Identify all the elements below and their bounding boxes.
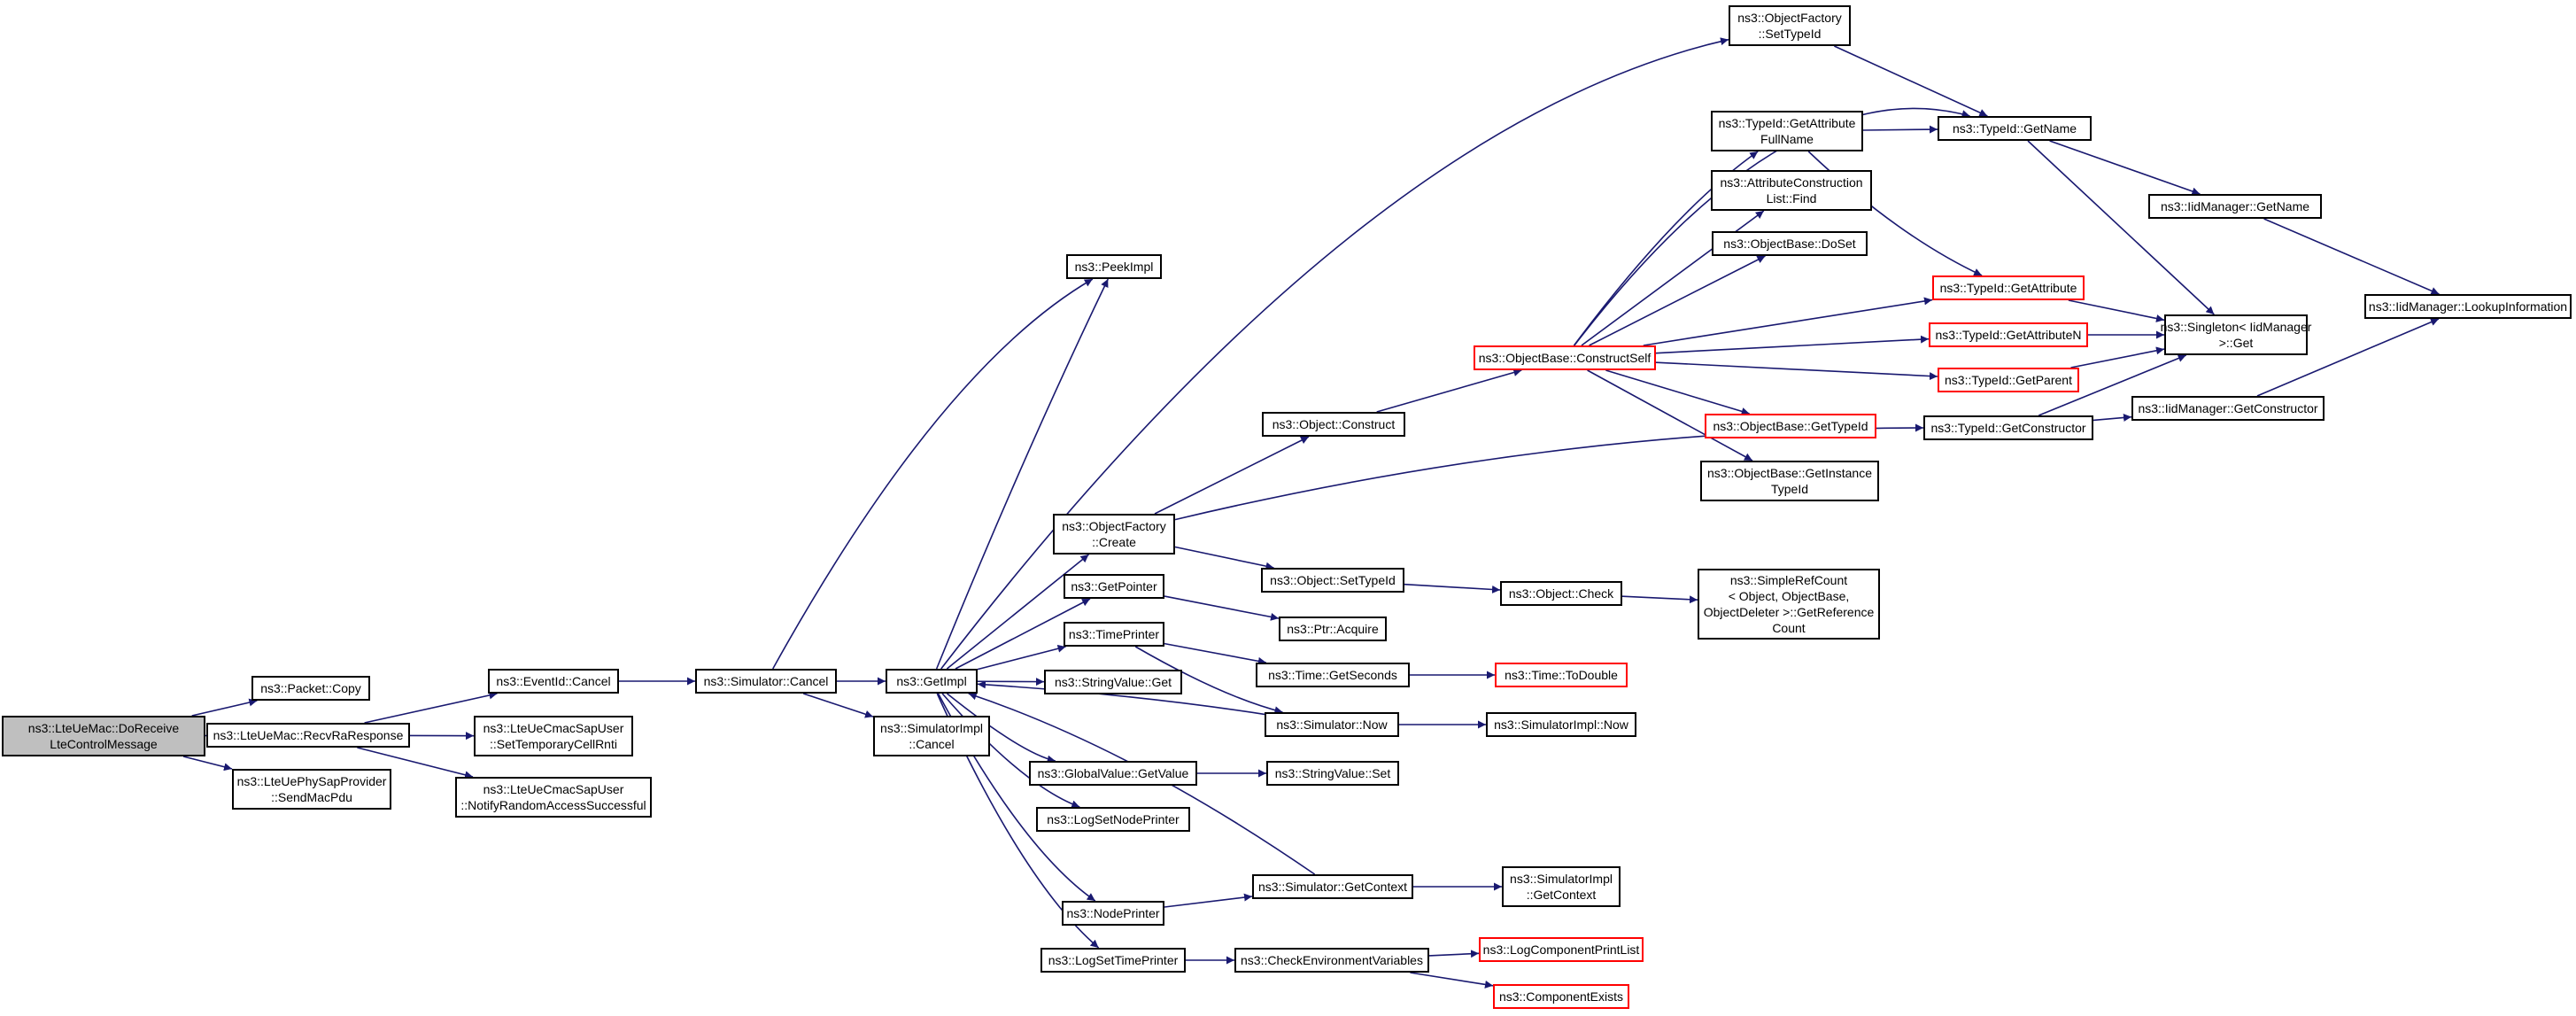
edge-check_env-to-component_exists (1410, 972, 1494, 989)
node-stringvalue-set[interactable]: ns3::StringValue::Set (1266, 761, 1399, 786)
node-logcomponentprintlist[interactable]: ns3::LogComponentPrintList (1479, 937, 1644, 962)
edge-get_impl-to-get_pointer (955, 598, 1091, 670)
node-logsetnodeprinter[interactable]: ns3::LogSetNodePrinter (1036, 807, 1190, 832)
edge-get_impl-to-peek_impl (935, 278, 1109, 670)
node-logsettimeprinter[interactable]: ns3::LogSetTimePrinter (1040, 948, 1186, 973)
node-packet-copy[interactable]: ns3::Packet::Copy (251, 676, 370, 701)
edge-typeid_getparent-to-singleton_get (2070, 346, 2165, 368)
edge-typeid_getconstructor-to-singleton_get (2038, 354, 2187, 416)
edge-typeid_getname-to-iid_getname (2049, 140, 2201, 196)
edge-ob_construct_self-to-ob_get_typeid (1605, 369, 1750, 415)
edge-typeid_getconstructor-to-iid_getconstructor (2093, 413, 2132, 422)
edge-sim_now-to-get_impl (977, 680, 1265, 716)
node-object-settypeid[interactable]: ns3::Object::SetTypeId (1261, 568, 1404, 593)
node-simulatorimpl-now[interactable]: ns3::SimulatorImpl::Now (1486, 712, 1636, 737)
node-simulator-getcontext[interactable]: ns3::Simulator::GetContext (1252, 874, 1413, 899)
node-stringvalue-get[interactable]: ns3::StringValue::Get (1044, 670, 1182, 694)
node-typeid-getname[interactable]: ns3::TypeId::GetName (1938, 116, 2092, 141)
edge-iid_getname-to-iid_lookup (2263, 218, 2440, 295)
edge-object_check-to-simple_refcount (1621, 595, 1698, 604)
edge-of_create-to-object_set_typeid (1174, 546, 1274, 570)
node-getimpl[interactable]: ns3::GetImpl (886, 669, 978, 694)
edge-iid_getconstructor-to-iid_lookup (2256, 318, 2440, 397)
node-time-todouble[interactable]: ns3::Time::ToDouble (1495, 663, 1628, 687)
node-simulator-cancel[interactable]: ns3::Simulator::Cancel (695, 669, 837, 694)
node-singleton-iidmanager-get[interactable]: ns3::Singleton< IidManager>::Get (2161, 314, 2311, 355)
node-iidmanager-lookupinformation[interactable]: ns3::IidManager::LookupInformation (2364, 294, 2572, 319)
edge-object_set_typeid-to-object_check (1404, 583, 1501, 593)
node-peekimpl[interactable]: ns3::PeekImpl (1066, 254, 1162, 279)
edge-recv_ra-to-eventid_cancel (364, 691, 498, 724)
node-lteuecmacsapuser-notifyrandomaccesssuccessful[interactable]: ns3::LteUeCmacSapUser::NotifyRandomAcces… (455, 777, 652, 818)
node-componentexists[interactable]: ns3::ComponentExists (1493, 984, 1629, 1009)
edge-of_set_typeid-to-typeid_getname (1834, 45, 1988, 117)
edge-sim_cancel-to-simimpl_cancel (802, 693, 874, 718)
edge-ob_construct_self-to-ob_doset (1589, 255, 1766, 346)
edge-object_construct-to-ob_construct_self (1376, 368, 1522, 413)
node-eventid-cancel[interactable]: ns3::EventId::Cancel (488, 669, 619, 694)
edge-time_printer-to-time_getseconds (1164, 642, 1266, 665)
node-checkenvironmentvariables[interactable]: ns3::CheckEnvironmentVariables (1234, 948, 1429, 973)
node-time-getseconds[interactable]: ns3::Time::GetSeconds (1256, 663, 1410, 687)
edge-ob_construct_self-to-attr_constr_find (1581, 210, 1765, 346)
node-timeprinter[interactable]: ns3::TimePrinter (1064, 622, 1164, 647)
edge-recv_ra-to-notify_ra (357, 747, 474, 779)
edge-ob_construct_self-to-typeid_getattribute (1643, 297, 1933, 346)
edge-get_impl-to-globalvalue_getvalue (947, 693, 1056, 764)
node-objectbase-constructself[interactable]: ns3::ObjectBase::ConstructSelf (1474, 345, 1656, 370)
node-objectfactory-settypeid[interactable]: ns3::ObjectFactory::SetTypeId (1729, 5, 1851, 46)
edge-of_create-to-object_construct (1154, 436, 1310, 515)
node-typeid-getparent[interactable]: ns3::TypeId::GetParent (1938, 368, 2079, 392)
edge-get_impl-to-of_create (946, 554, 1089, 670)
edge-root-to-send_mac_pdu (182, 756, 233, 772)
node-simulatorimpl-cancel[interactable]: ns3::SimulatorImpl::Cancel (873, 716, 990, 756)
node-ptr-acquire[interactable]: ns3::Ptr::Acquire (1279, 617, 1387, 641)
edge-typeid_getattr_fullname-to-typeid_getname (1862, 125, 1938, 134)
edge-get_pointer-to-ptr_acquire (1164, 595, 1280, 621)
edge-ob_construct_self-to-typeid_getattr_fullname (1573, 151, 1759, 346)
node-typeid-getattribute[interactable]: ns3::TypeId::GetAttribute (1932, 275, 2085, 300)
edge-typeid_getname-to-singleton_get (2027, 140, 2215, 315)
node-lteuephysapprovider-sendmacpdu[interactable]: ns3::LteUePhySapProvider::SendMacPdu (232, 769, 391, 810)
edge-get_impl-to-log_set_node_printer (941, 693, 1080, 809)
edge-check_env-to-log_component_printlist (1428, 950, 1480, 958)
edge-time_printer-to-sim_now (1134, 646, 1283, 715)
edge-node_printer-to-sim_getcontext (1164, 893, 1253, 908)
node-lteuecmacsapuser-settemporarycellrnti[interactable]: ns3::LteUeCmacSapUser::SetTemporaryCellR… (474, 716, 633, 756)
node-objectbase-gettypeid[interactable]: ns3::ObjectBase::GetTypeId (1705, 414, 1876, 438)
node-getpointer[interactable]: ns3::GetPointer (1064, 574, 1164, 599)
node-iidmanager-getname[interactable]: ns3::IidManager::GetName (2148, 194, 2322, 219)
edge-get_impl-to-time_printer (977, 644, 1066, 671)
edge-typeid_getattribute-to-singleton_get (2068, 299, 2165, 322)
node-nodeprinter[interactable]: ns3::NodePrinter (1062, 901, 1164, 926)
edge-sim_cancel-to-peek_impl (772, 278, 1094, 670)
node-iidmanager-getconstructor[interactable]: ns3::IidManager::GetConstructor (2131, 396, 2325, 421)
node-typeid-getconstructor[interactable]: ns3::TypeId::GetConstructor (1923, 415, 2093, 440)
node-objectbase-doset[interactable]: ns3::ObjectBase::DoSet (1712, 231, 1868, 256)
node-simplerefcount-getreferencecount[interactable]: ns3::SimpleRefCount< Object, ObjectBase,… (1698, 569, 1880, 640)
edge-ob_construct_self-to-typeid_getattributen (1655, 335, 1930, 354)
node-globalvalue-getvalue[interactable]: ns3::GlobalValue::GetValue (1029, 761, 1197, 786)
node-lteuemac-recvraresponse[interactable]: ns3::LteUeMac::RecvRaResponse (206, 723, 410, 748)
edge-root-to-packet_copy (191, 698, 258, 717)
node-simulator-now[interactable]: ns3::Simulator::Now (1265, 712, 1399, 737)
edge-ob_construct_self-to-typeid_getparent (1655, 361, 1938, 381)
node-object-construct[interactable]: ns3::Object::Construct (1262, 412, 1405, 437)
node-simulatorimpl-getcontext[interactable]: ns3::SimulatorImpl::GetContext (1502, 866, 1621, 907)
node-objectfactory-create[interactable]: ns3::ObjectFactory::Create (1053, 514, 1175, 555)
node-object-check[interactable]: ns3::Object::Check (1500, 581, 1622, 606)
node-typeid-getattributen[interactable]: ns3::TypeId::GetAttributeN (1929, 322, 2088, 347)
edge-ob_construct_self-to-ob_get_instance_typeid (1587, 369, 1753, 461)
